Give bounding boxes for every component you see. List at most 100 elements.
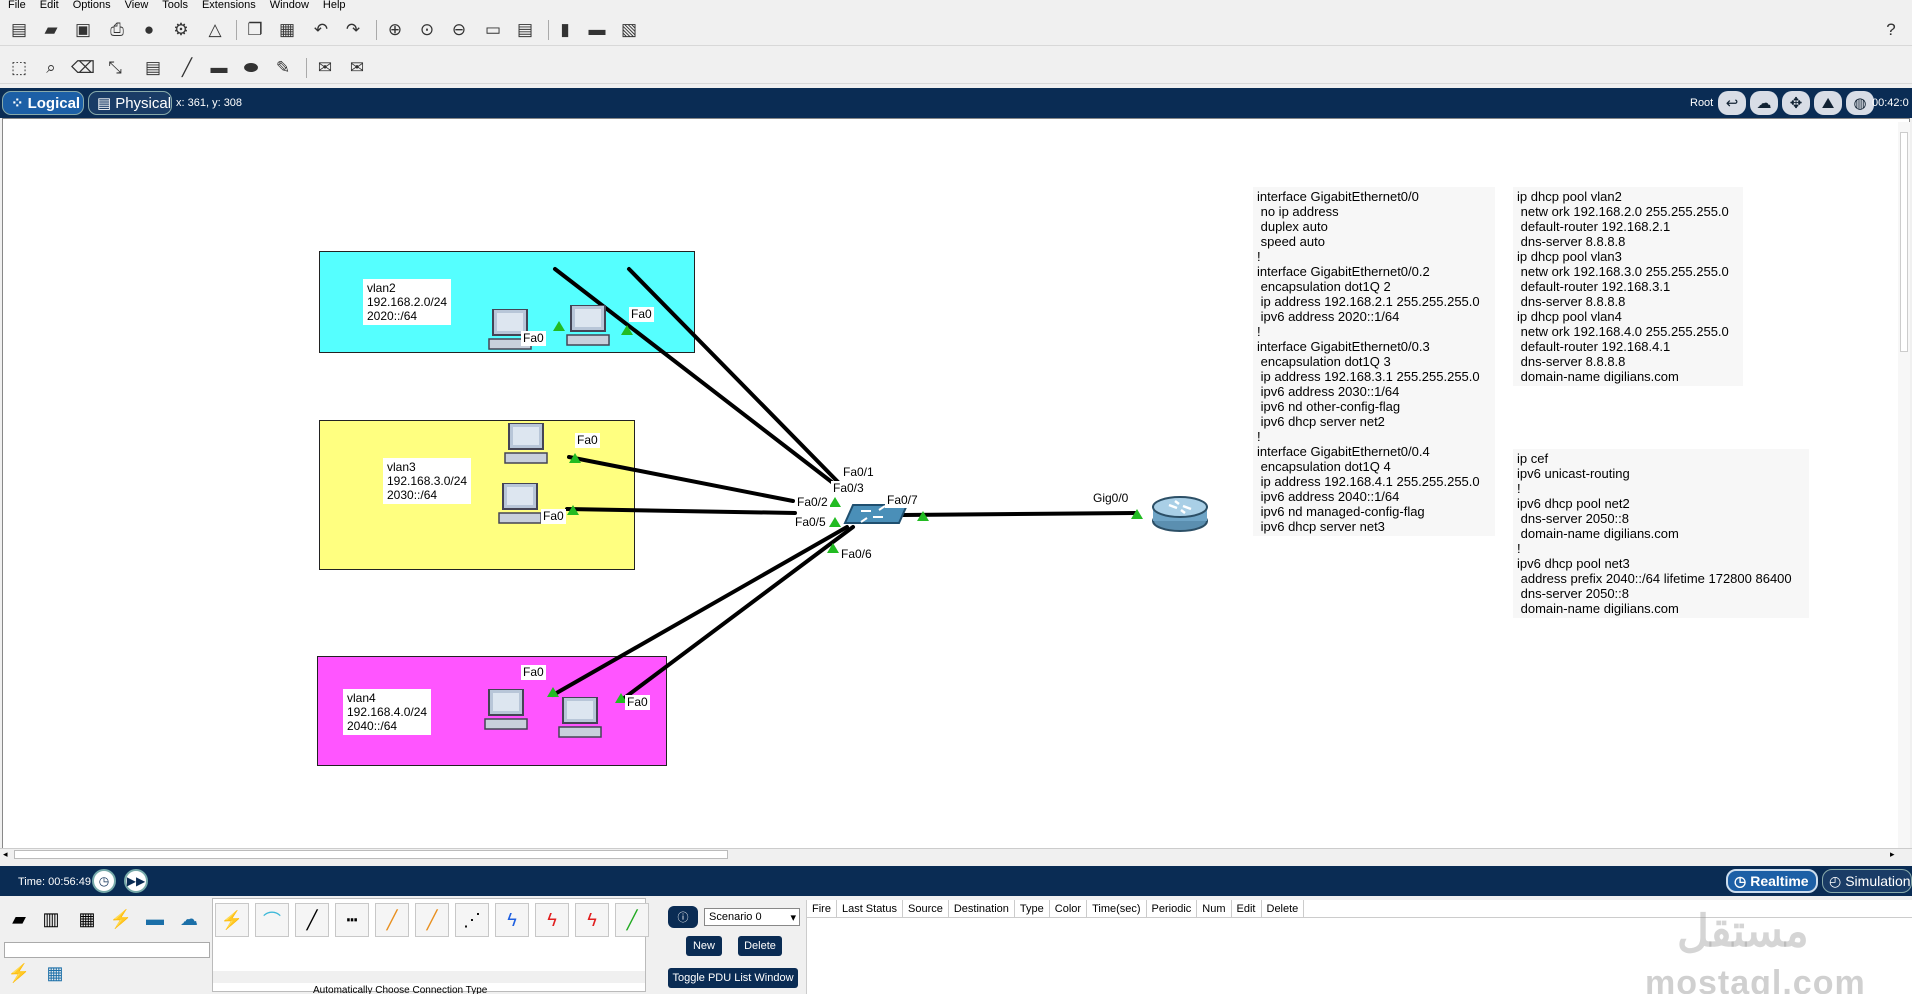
draw-rectangle-icon[interactable]: ▬ bbox=[210, 58, 228, 77]
menu-edit[interactable]: Edit bbox=[39, 0, 59, 11]
toggle-pdu-list-button[interactable]: Toggle PDU List Window bbox=[668, 968, 798, 988]
place-note-icon[interactable]: ▤ bbox=[144, 58, 162, 77]
console-cable-icon[interactable]: ⌒ bbox=[255, 903, 289, 937]
info-icon[interactable]: ⓘ bbox=[668, 906, 698, 928]
serial-dte-icon[interactable]: ϟ bbox=[535, 903, 569, 937]
menu-file[interactable]: File bbox=[8, 0, 26, 11]
new-file-icon[interactable]: ▤ bbox=[10, 20, 28, 39]
redo-icon[interactable]: ↷ bbox=[345, 20, 361, 39]
move-object-icon[interactable]: ✥ bbox=[1782, 91, 1810, 115]
pc-icon[interactable] bbox=[483, 689, 529, 731]
pc-icon[interactable] bbox=[503, 423, 549, 465]
tool-a-icon[interactable]: ▮ bbox=[560, 20, 570, 39]
scroll-left-icon[interactable]: ◂ bbox=[3, 849, 8, 859]
scroll-thumb[interactable] bbox=[14, 850, 728, 859]
back-icon[interactable]: ↩ bbox=[1718, 91, 1746, 115]
menu-tools[interactable]: Tools bbox=[162, 0, 188, 11]
pc-icon[interactable] bbox=[497, 483, 543, 525]
device-grid-icon[interactable]: ▦ bbox=[46, 962, 64, 983]
device-search-field[interactable] bbox=[4, 942, 210, 958]
tab-logical[interactable]: ⁘ Logical bbox=[2, 91, 84, 115]
pdu-column-header[interactable]: Color bbox=[1050, 900, 1088, 917]
help-icon[interactable]: ? bbox=[1886, 20, 1896, 39]
router-icon[interactable] bbox=[1151, 493, 1209, 533]
pdu-column-header[interactable]: Delete bbox=[1262, 900, 1305, 917]
coaxial-icon[interactable]: ⋰ bbox=[455, 903, 489, 937]
pdu-column-header[interactable]: Source bbox=[903, 900, 949, 917]
tab-physical[interactable]: ▤ Physical bbox=[88, 91, 172, 115]
palette-scrollbar[interactable] bbox=[213, 971, 645, 983]
logical-workspace[interactable]: vlan2 192.168.2.0/24 2020::/64 vlan3 192… bbox=[2, 118, 1910, 850]
tool-b-icon[interactable]: ▬ bbox=[588, 20, 606, 39]
select-icon[interactable]: ⬚ bbox=[10, 58, 28, 77]
resize-icon[interactable]: ⤡ bbox=[108, 58, 122, 77]
multiuser-icon[interactable]: ☁ bbox=[180, 908, 198, 929]
save-icon[interactable]: ▣ bbox=[74, 20, 92, 39]
menu-options[interactable]: Options bbox=[72, 0, 111, 11]
zoom-out-icon[interactable]: ⊖ bbox=[451, 20, 467, 39]
pdu-column-header[interactable]: Destination bbox=[949, 900, 1015, 917]
serial-dce-icon[interactable]: ϟ bbox=[495, 903, 529, 937]
scroll-thumb[interactable] bbox=[1900, 132, 1908, 352]
menu-help[interactable]: Help bbox=[322, 0, 346, 11]
custom-device-icon[interactable]: ▤ bbox=[516, 20, 534, 39]
pdu-column-header[interactable]: Num bbox=[1197, 900, 1232, 917]
paste-icon[interactable]: ▦ bbox=[278, 20, 296, 39]
viewport-icon[interactable]: ◍ bbox=[1846, 91, 1874, 115]
components-icon[interactable]: ▦ bbox=[78, 908, 96, 929]
auto-connection-icon[interactable]: ⚡ bbox=[7, 962, 31, 983]
pc-icon[interactable] bbox=[557, 697, 603, 739]
copy-icon[interactable]: ❐ bbox=[247, 20, 263, 39]
scenario-select[interactable]: Scenario 0 ▾ bbox=[704, 908, 800, 926]
simulation-button[interactable]: ◴ Simulation bbox=[1822, 869, 1912, 893]
inspect-icon[interactable]: ⌕ bbox=[46, 58, 56, 77]
freeform-icon[interactable]: ✎ bbox=[275, 58, 291, 77]
background-image-icon[interactable]: ⛰ bbox=[1814, 91, 1842, 115]
tool-c-icon[interactable]: ▧ bbox=[620, 20, 638, 39]
menu-window[interactable]: Window bbox=[269, 0, 309, 11]
pc-icon[interactable] bbox=[487, 309, 533, 351]
open-folder-icon[interactable]: ▰ bbox=[44, 20, 58, 39]
info-icon[interactable]: ● bbox=[143, 20, 155, 39]
zoom-in-icon[interactable]: ⊕ bbox=[387, 20, 403, 39]
pdu-column-header[interactable]: Last Status bbox=[837, 900, 903, 917]
copper-straight-icon[interactable]: ╱ bbox=[295, 903, 329, 937]
undo-icon[interactable]: ↶ bbox=[313, 20, 329, 39]
end-devices-icon[interactable]: ▥ bbox=[42, 908, 60, 929]
scroll-right-icon[interactable]: ▸ bbox=[1890, 849, 1895, 859]
pdu-column-header[interactable]: Fire bbox=[807, 900, 837, 917]
draw-line-icon[interactable]: ╱ bbox=[181, 58, 193, 77]
iot-cable-icon[interactable]: ╱ bbox=[615, 903, 649, 937]
vertical-scrollbar[interactable] bbox=[1898, 122, 1910, 848]
delete-icon[interactable]: ⌫ bbox=[70, 58, 96, 77]
pdu-column-header[interactable]: Type bbox=[1015, 900, 1050, 917]
zoom-reset-icon[interactable]: ⊙ bbox=[419, 20, 435, 39]
fast-forward-icon[interactable]: ▶▶ bbox=[124, 869, 148, 893]
octal-cable-icon[interactable]: ϟ bbox=[575, 903, 609, 937]
power-cycle-icon[interactable]: ◷ bbox=[92, 869, 116, 893]
menu-view[interactable]: View bbox=[124, 0, 149, 11]
print-icon[interactable]: ⎙ bbox=[110, 20, 124, 39]
connections-icon[interactable]: ⚡ bbox=[109, 908, 133, 929]
pdu-column-header[interactable]: Time(sec) bbox=[1087, 900, 1147, 917]
pdu-column-header[interactable]: Periodic bbox=[1147, 900, 1198, 917]
fiber-icon[interactable]: ╱ bbox=[375, 903, 409, 937]
delete-scenario-button[interactable]: Delete bbox=[738, 936, 782, 956]
miscellaneous-icon[interactable]: ▬ bbox=[146, 908, 164, 929]
network-devices-icon[interactable]: ▰ bbox=[12, 908, 26, 929]
draw-ellipse-icon[interactable]: ⬬ bbox=[243, 58, 259, 77]
pdu-column-header[interactable]: Edit bbox=[1232, 900, 1262, 917]
network-wizard-icon[interactable]: ⚙ bbox=[173, 20, 189, 39]
horizontal-scrollbar[interactable]: ◂ ▸ bbox=[0, 848, 1912, 860]
drawing-palette-icon[interactable]: ▭ bbox=[484, 20, 502, 39]
auto-connection-type-icon[interactable]: ⚡ bbox=[215, 903, 249, 937]
cluster-icon[interactable]: ☁ bbox=[1750, 91, 1778, 115]
add-complex-pdu-icon[interactable]: ✉ bbox=[349, 58, 365, 77]
new-scenario-button[interactable]: New bbox=[686, 936, 722, 956]
menu-extensions[interactable]: Extensions bbox=[201, 0, 256, 11]
realtime-button[interactable]: ◷ Realtime bbox=[1726, 869, 1818, 893]
activity-wizard-icon[interactable]: △ bbox=[208, 20, 222, 39]
phone-cable-icon[interactable]: ╱ bbox=[415, 903, 449, 937]
add-simple-pdu-icon[interactable]: ✉ bbox=[317, 58, 333, 77]
pc-icon[interactable] bbox=[565, 305, 611, 347]
